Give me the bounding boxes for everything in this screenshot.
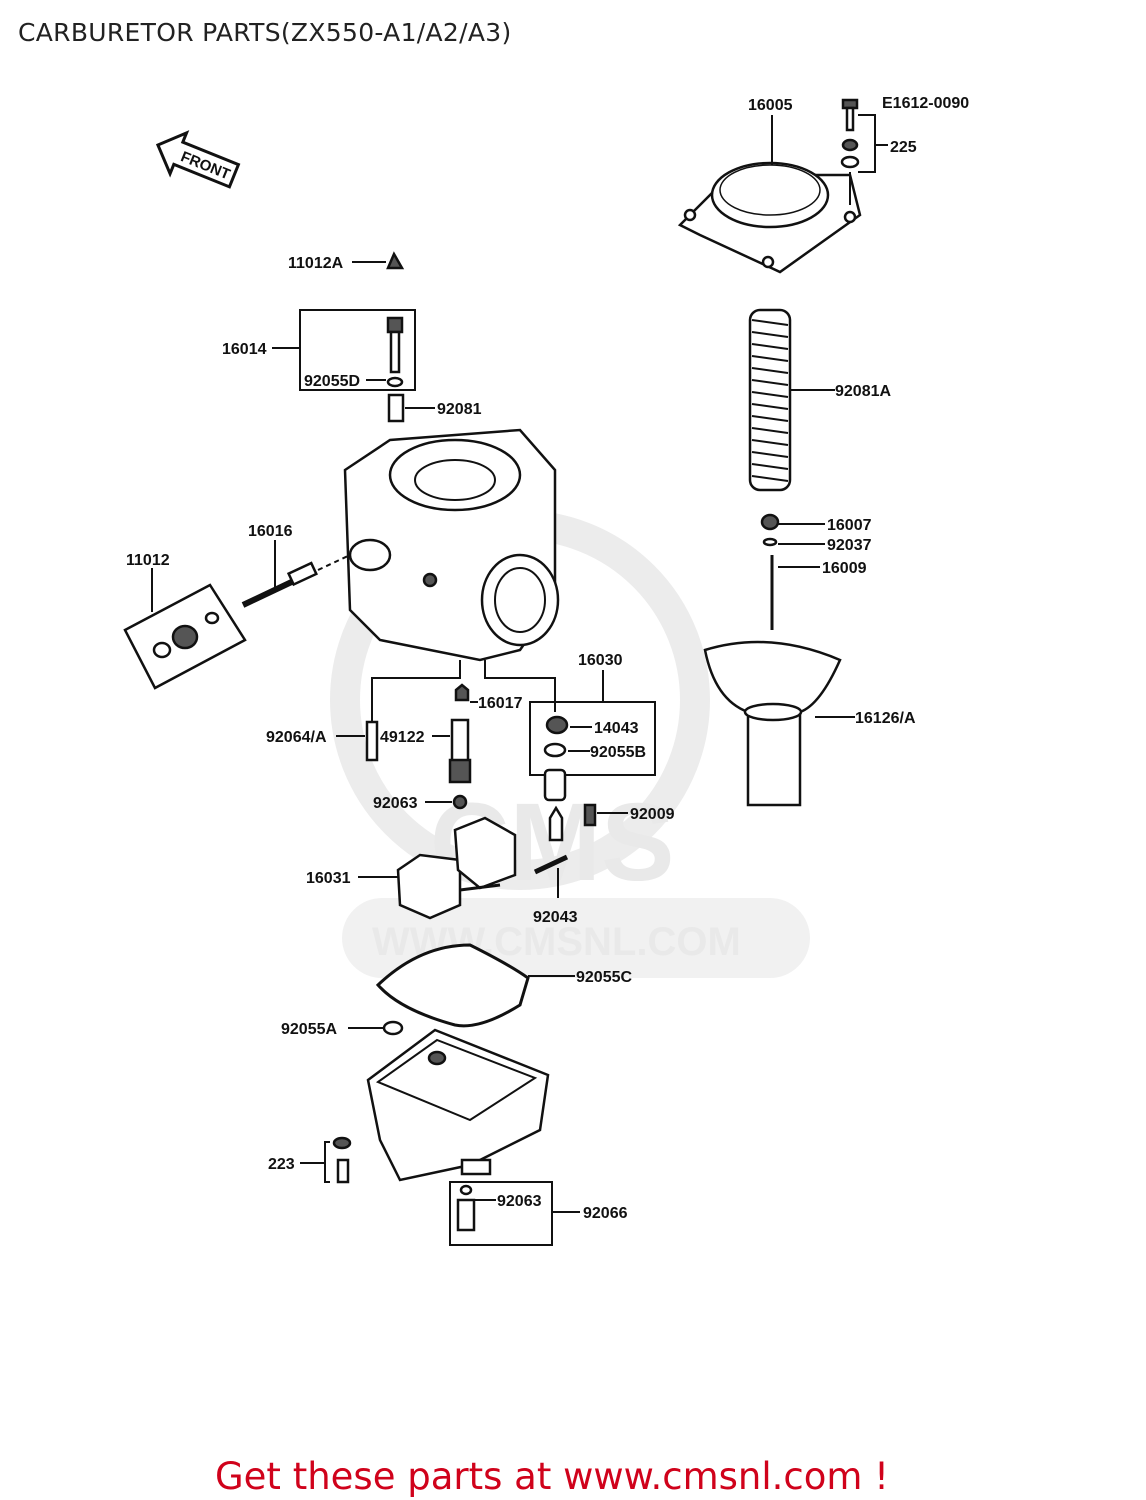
float bbox=[396, 816, 517, 920]
plug-92063 bbox=[452, 794, 468, 810]
float-bowl bbox=[366, 1028, 550, 1182]
callout-92081: 92081 bbox=[437, 401, 482, 418]
callout-11012A: 11012A bbox=[288, 255, 344, 272]
callout-92037: 92037 bbox=[827, 537, 872, 554]
choke-plunger bbox=[386, 316, 404, 388]
callout-16014: 16014 bbox=[222, 341, 267, 358]
callout-92055B: 92055B bbox=[590, 744, 646, 761]
screw-set-225 bbox=[840, 98, 860, 169]
callout-92081A: 92081A bbox=[835, 383, 891, 400]
float-pin bbox=[533, 854, 569, 875]
callout-16126A: 16126/A bbox=[855, 710, 916, 727]
callout-223: 223 bbox=[268, 1156, 295, 1173]
callout-16016: 16016 bbox=[248, 523, 293, 540]
choke-spring bbox=[387, 393, 405, 423]
front-arrow-icon: FRONT bbox=[155, 130, 241, 189]
callout-92009: 92009 bbox=[630, 806, 675, 823]
float-needle bbox=[548, 805, 564, 842]
vacuum-piston-spring bbox=[748, 308, 792, 492]
callout-16005: 16005 bbox=[748, 97, 793, 114]
callout-92063-lower: 92063 bbox=[497, 1193, 542, 1210]
valve-seat-14043 bbox=[545, 715, 569, 735]
ref-code: E1612-0090 bbox=[882, 95, 969, 112]
callout-92066: 92066 bbox=[583, 1205, 628, 1222]
cover-plate-11012 bbox=[123, 583, 247, 690]
cmsnl-footer-link[interactable]: Get these parts at www.cmsnl.com ! bbox=[215, 1455, 890, 1498]
callout-16017: 16017 bbox=[478, 695, 523, 712]
carburetor-top-cover bbox=[677, 161, 862, 274]
page-title: CARBURETOR PARTS(ZX550-A1/A2/A3) bbox=[18, 18, 512, 47]
callout-16031: 16031 bbox=[306, 870, 351, 887]
callout-92063: 92063 bbox=[373, 795, 418, 812]
jet-16017 bbox=[454, 683, 470, 702]
callout-92055D: 92055D bbox=[304, 373, 360, 390]
drain-screw bbox=[456, 1198, 476, 1232]
callout-49122: 49122 bbox=[380, 729, 425, 746]
float-valve bbox=[543, 768, 567, 802]
o-ring-92063 bbox=[459, 1184, 473, 1196]
float-bowl-gasket bbox=[375, 943, 530, 1028]
pilot-screw bbox=[241, 561, 318, 608]
parts-diagram: CMS WWW.CMSNL.COM E1612-0090 FRONT 16005… bbox=[123, 95, 969, 1246]
callout-16009: 16009 bbox=[822, 560, 867, 577]
callout-92064A: 92064/A bbox=[266, 729, 327, 746]
callout-225: 225 bbox=[890, 139, 917, 156]
cap-11012A-icon bbox=[386, 251, 405, 270]
callout-16030: 16030 bbox=[578, 652, 623, 669]
callout-11012: 11012 bbox=[126, 552, 170, 569]
o-ring-92055A bbox=[382, 1020, 404, 1036]
callout-92043: 92043 bbox=[533, 909, 578, 926]
callout-92055C: 92055C bbox=[576, 969, 632, 986]
vacuum-piston bbox=[703, 640, 842, 807]
screw-92064A bbox=[365, 720, 379, 762]
screw-set-223 bbox=[332, 1136, 352, 1184]
screw-92009 bbox=[583, 803, 597, 827]
callout-92055A: 92055A bbox=[281, 1021, 337, 1038]
o-ring-92055B bbox=[543, 742, 567, 758]
callout-14043: 14043 bbox=[594, 720, 639, 737]
carburetor-body bbox=[343, 428, 560, 662]
jet-needle-parts bbox=[760, 513, 780, 630]
callout-16007: 16007 bbox=[827, 517, 872, 534]
